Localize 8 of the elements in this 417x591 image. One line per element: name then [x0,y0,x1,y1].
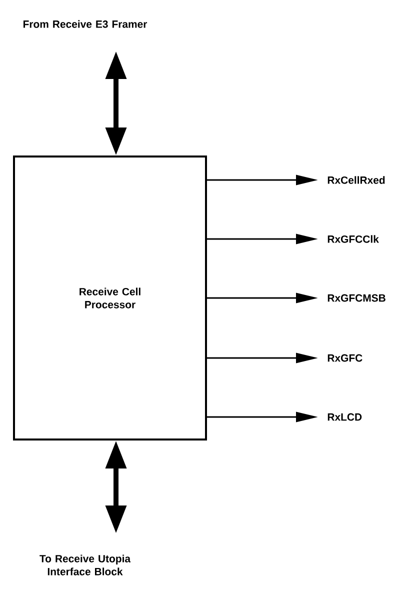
signal-label: RxGFC [328,354,362,362]
signal-label: RxCellRxed [328,176,385,184]
signal-label: RxLCD [328,413,362,421]
signal-label: RxGFCClk [328,235,379,243]
signal-label: RxGFCMSB [328,294,386,302]
processor-box: Receive Cell Processor [13,156,207,440]
source-label: From Receive E3 Framer [24,20,148,28]
destination-label: To Receive Utopia Interface Block [40,554,131,576]
